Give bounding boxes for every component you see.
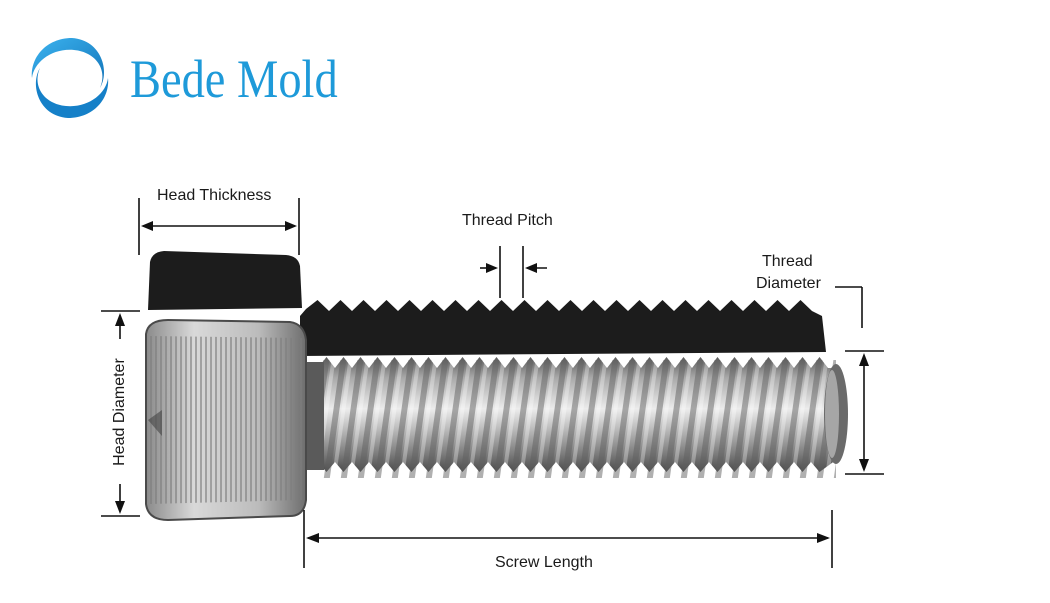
shadow-head (148, 251, 302, 310)
thread-pitch-label: Thread Pitch (462, 212, 553, 229)
head-thickness-label: Head Thickness (157, 187, 272, 204)
head-diameter-label: Head Diameter (111, 358, 128, 466)
screw-length-label: Screw Length (495, 554, 593, 571)
brand-name: Bede Mold (130, 49, 338, 109)
thread-diameter-label-line1: Thread (762, 253, 813, 270)
shadow-shank (300, 300, 826, 356)
swirl-globe-icon (31, 38, 109, 118)
dimension-arrowheads (115, 221, 869, 543)
thread-diameter-label-line2: Diameter (756, 275, 821, 292)
